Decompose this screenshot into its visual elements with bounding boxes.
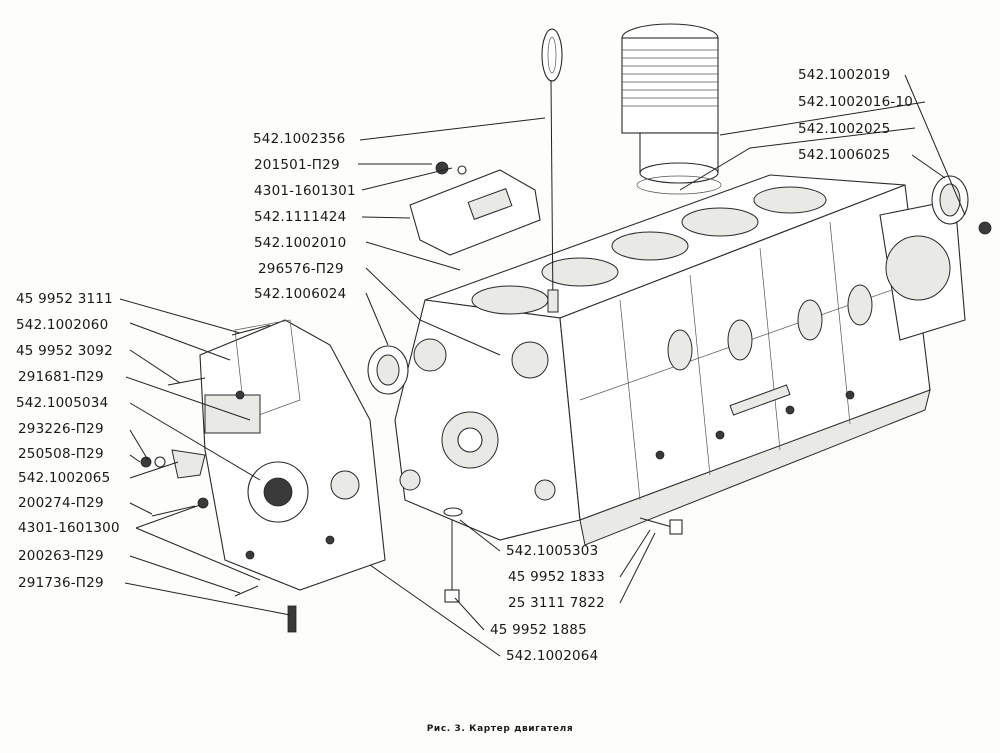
label-250508-p29: 250508-П29 bbox=[18, 446, 104, 462]
label-45-9952-3111: 45 9952 3111 bbox=[16, 291, 113, 307]
label-542-1002060: 542.1002060 bbox=[16, 317, 109, 333]
label-542-1005303: 542.1005303 bbox=[506, 543, 599, 559]
label-45-9952-1885: 45 9952 1885 bbox=[490, 622, 587, 638]
timing-cover bbox=[199, 319, 386, 591]
label-542-1111424: 542.1111424 bbox=[254, 209, 347, 225]
label-542-1006024: 542.1006024 bbox=[254, 286, 347, 302]
label-201501-p29: 201501-П29 bbox=[254, 157, 340, 173]
cylinder-liner bbox=[621, 23, 722, 195]
label-4301-1601301: 4301-1601301 bbox=[254, 183, 356, 199]
engine-block bbox=[394, 174, 966, 546]
label-542-1002025: 542.1002025 bbox=[798, 121, 891, 137]
label-296576-p29: 296576-П29 bbox=[258, 261, 344, 277]
leader-lines bbox=[119, 74, 966, 657]
label-4301-1601300: 4301-1601300 bbox=[18, 520, 120, 536]
label-542-1002010: 542.1002010 bbox=[254, 235, 347, 251]
label-200274-p29: 200274-П29 bbox=[18, 495, 104, 511]
label-542-1005034: 542.1005034 bbox=[16, 395, 109, 411]
label-25-3111-7822: 25 3111 7822 bbox=[508, 595, 605, 611]
left-fasteners bbox=[140, 324, 297, 633]
label-291681-p29: 291681-П29 bbox=[18, 369, 104, 385]
label-291736-p29: 291736-П29 bbox=[18, 575, 104, 591]
figure-caption: Рис. 3. Картер двигателя bbox=[426, 724, 574, 734]
label-542-1002356: 542.1002356 bbox=[253, 131, 346, 147]
mounting-bracket bbox=[409, 161, 541, 256]
label-45-9952-1833: 45 9952 1833 bbox=[508, 569, 605, 585]
label-200263-p29: 200263-П29 bbox=[18, 548, 104, 564]
label-45-9952-3092: 45 9952 3092 bbox=[16, 343, 113, 359]
oil-dipstick bbox=[541, 28, 563, 313]
label-542-1002016-10: 542.1002016-10 bbox=[798, 94, 914, 110]
front-bushing bbox=[367, 345, 409, 395]
label-293226-p29: 293226-П29 bbox=[18, 421, 104, 437]
label-542-1006025: 542.1006025 bbox=[798, 147, 891, 163]
label-542-1002065: 542.1002065 bbox=[18, 470, 111, 486]
label-542-1002064: 542.1002064 bbox=[506, 648, 599, 664]
label-542-1002019: 542.1002019 bbox=[798, 67, 891, 83]
